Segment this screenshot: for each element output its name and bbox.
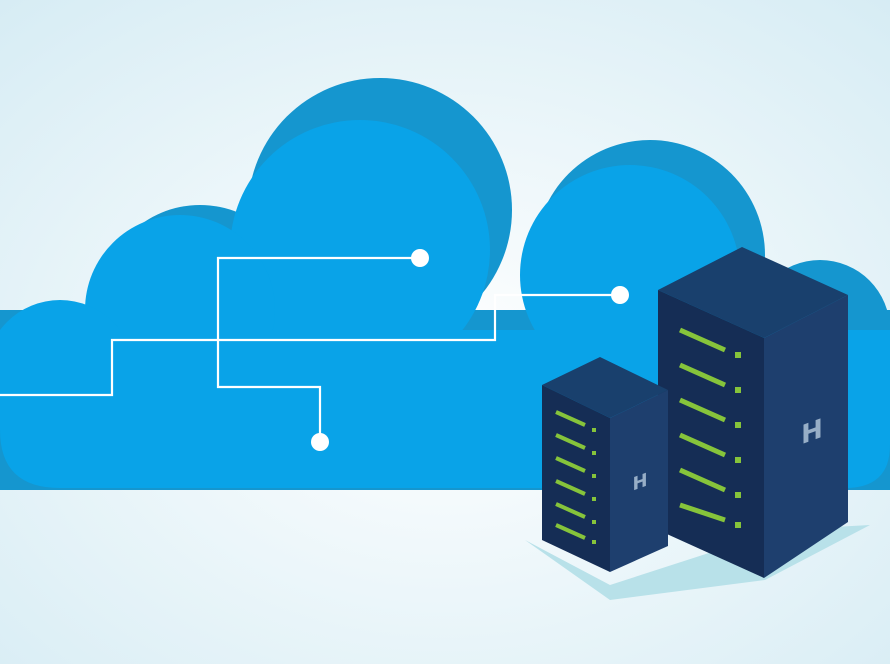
server-led-dots (592, 428, 596, 544)
server-logo-icon: H (801, 413, 823, 451)
server-led-bars (678, 327, 727, 523)
server-side (764, 295, 848, 578)
server-icon: H (658, 247, 848, 578)
server-front (658, 290, 764, 578)
server-led-bars (555, 410, 586, 540)
network-node-dots (311, 249, 629, 451)
server-top (658, 247, 848, 338)
network-line-icon (0, 256, 617, 442)
server-top (542, 357, 668, 418)
server-icon-small: H (542, 357, 668, 572)
server-side (610, 390, 668, 572)
server-logo-icon: H (632, 470, 647, 496)
server-led-dots (735, 352, 741, 528)
